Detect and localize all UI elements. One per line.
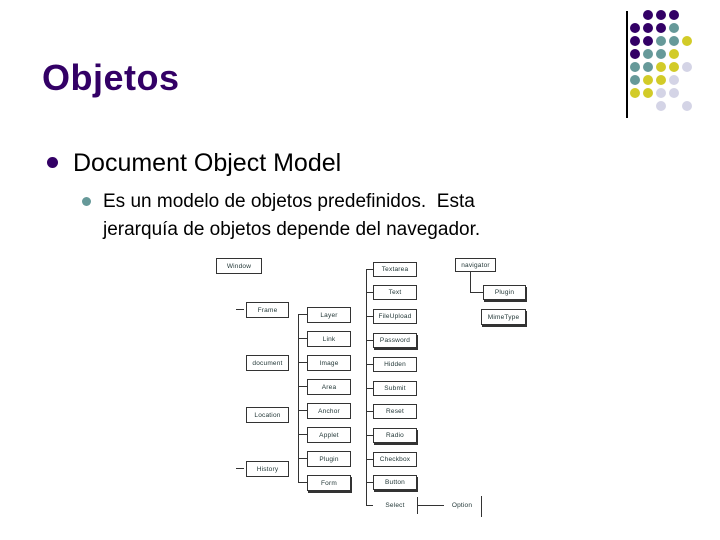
diagram-box-mimetype: MimeType [481,309,526,325]
diagram-connector [417,497,418,514]
bullet-item-dom: Document Object Model [47,148,341,178]
diagram-connector [470,272,471,293]
diagram-connector [367,388,373,389]
diagram-box-checkbox: Checkbox [373,452,417,467]
diagram-connector [367,482,373,483]
sub-bullet-line-2: jerarquía de objetos depende del navegad… [103,219,481,240]
bullet-icon [47,157,58,168]
diagram-box-document: document [246,355,289,371]
diagram-connector [418,505,444,506]
bullet-text: Document Object Model [73,149,342,177]
diagram-connector [236,468,244,469]
diagram-connector [367,340,373,341]
diagram-box-image: Image [307,355,351,371]
diagram-connector [299,410,307,411]
diagram-connector [367,269,373,270]
diagram-box-area: Area [307,379,351,395]
diagram-box-navigator: navigator [455,258,496,272]
diagram-box-option: Option [451,502,473,509]
diagram-connector [481,496,482,517]
diagram-box-select: Select [385,502,405,509]
diagram-connector [366,269,367,506]
diagram-box-layer: Layer [307,307,351,323]
diagram-box-history: History [246,461,289,477]
diagram-box-fileupload: FileUpload [373,309,417,324]
diagram-box-plugin-nav: Plugin [483,285,526,300]
diagram-box-submit: Submit [373,381,417,396]
diagram-box-reset: Reset [373,404,417,419]
diagram-connector [367,459,373,460]
diagram-connector [367,316,373,317]
diagram-connector [299,362,307,363]
diagram-connector [298,314,299,483]
diagram-box-plugin-doc: Plugin [307,451,351,467]
diagram-connector [367,292,373,293]
decoration-vertical-line [626,11,628,118]
diagram-connector [470,292,483,293]
diagram-connector [299,386,307,387]
sub-bullet-item: Es un modelo de objetos predefinidos. Es… [82,188,480,244]
diagram-box-window: Window [216,258,262,274]
diagram-connector [367,364,373,365]
diagram-box-button: Button [373,475,417,490]
diagram-connector [367,435,373,436]
diagram-box-form: Form [307,475,351,491]
diagram-connector [299,482,307,483]
diagram-box-password: Password [373,333,417,348]
diagram-connector [299,338,307,339]
diagram-connector [236,309,244,310]
diagram-connector [299,314,307,315]
diagram-connector [367,505,373,506]
diagram-box-location: Location [246,407,289,423]
diagram-connector [299,458,307,459]
diagram-connector [367,411,373,412]
diagram-box-text: Text [373,285,417,300]
sub-bullet-line-1: Es un modelo de objetos predefinidos. Es… [103,191,475,212]
diagram-box-frame: Frame [246,302,289,318]
sub-bullet-icon [82,197,91,206]
diagram-box-link: Link [307,331,351,347]
diagram-box-radio: Radio [373,428,417,443]
sub-bullet-text: Es un modelo de objetos predefinidos. Es… [103,188,480,244]
diagram-box-hidden: Hidden [373,357,417,372]
slide-title: Objetos [42,57,180,98]
diagram-box-anchor: Anchor [307,403,351,419]
diagram-box-applet: Applet [307,427,351,443]
diagram-box-textarea: Textarea [373,262,417,277]
diagram-connector [299,434,307,435]
